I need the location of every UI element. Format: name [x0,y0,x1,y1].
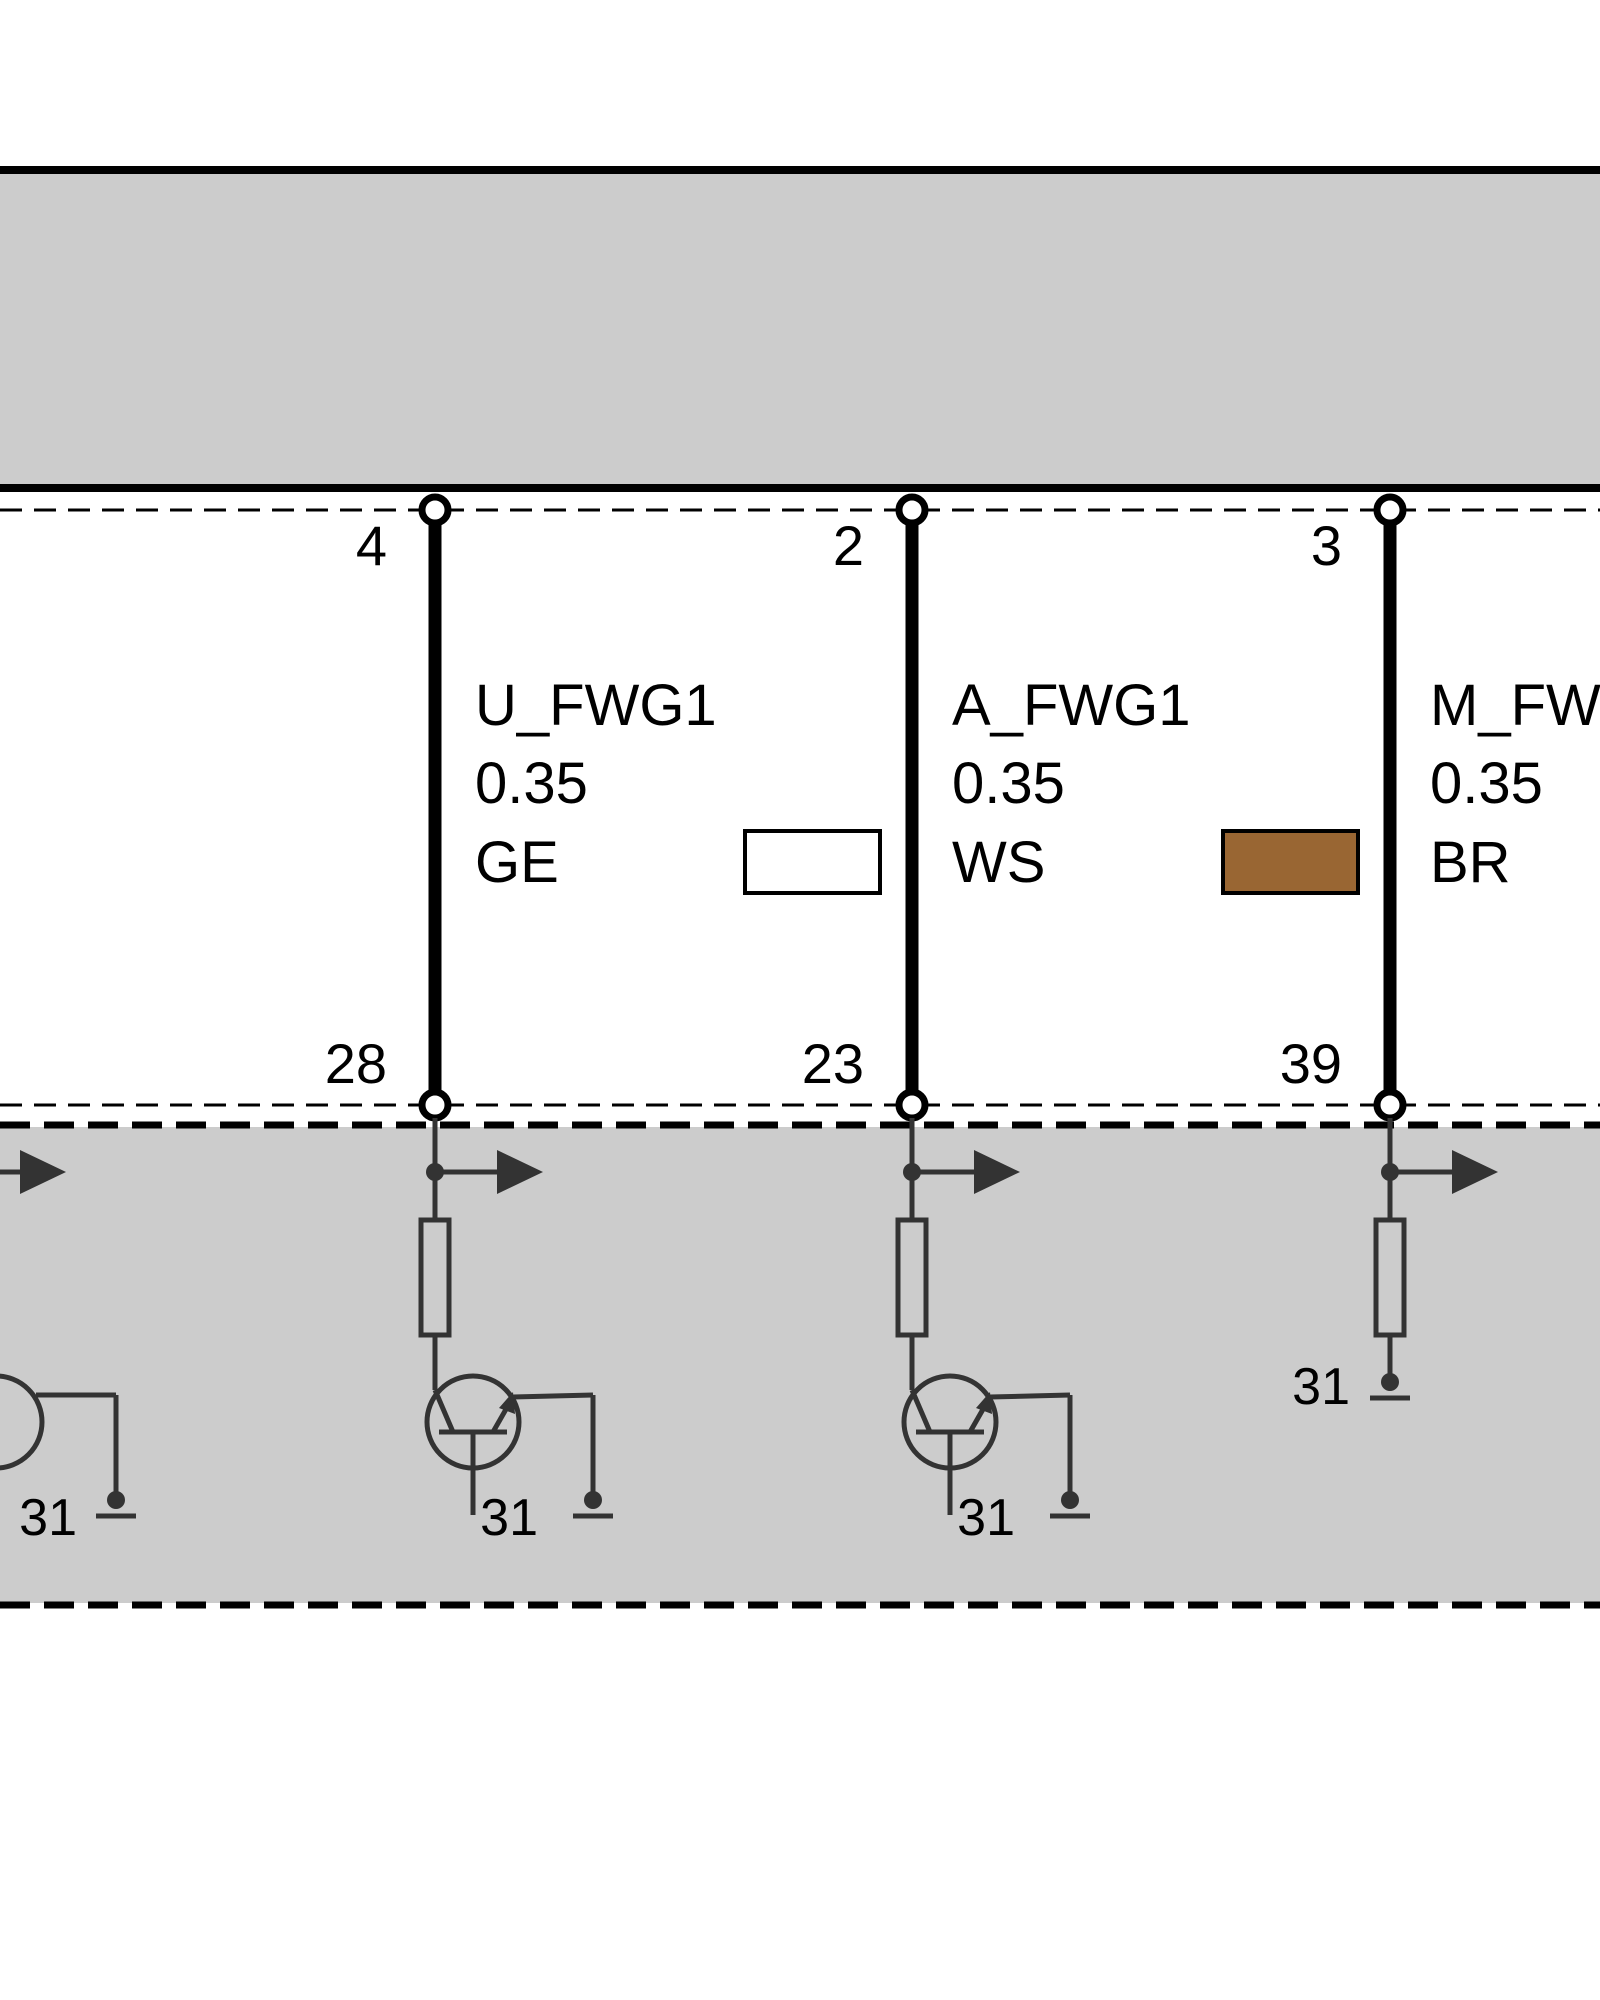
connector-pin-bottom [895,1088,929,1122]
ground-node [584,1491,602,1509]
ground-label: 31 [480,1489,538,1547]
signal-name: U_FWG1 [475,673,717,738]
ground-node [1061,1491,1079,1509]
connector-pin-bottom [1373,1088,1407,1122]
emitter-arrow-icon [499,1392,515,1414]
internal-circuit: 31 [895,1118,1090,1547]
upper-module [0,166,1600,492]
ground-label: 31 [1292,1358,1350,1416]
signal-arrow-icon [20,1150,66,1194]
ground-node [107,1491,125,1509]
pin-number-bottom: 28 [325,1032,387,1095]
connector-pin-top [1373,493,1407,527]
color-code: WS [952,830,1045,895]
pin-number-bottom: 23 [802,1032,864,1095]
signal-name: A_FWG1 [952,673,1191,738]
wire-color-swatch [1221,829,1360,895]
color-code: BR [1430,830,1511,895]
internal-circuit: 31 [418,1118,613,1547]
signal-name: M_FWG2 [1430,673,1600,738]
transistor-icon [0,1373,45,1471]
internal-circuit: 31 [1292,1118,1498,1416]
pin-number-top: 3 [1311,514,1342,577]
connector-pin-top [895,493,929,527]
ground-label: 31 [957,1489,1015,1547]
lower-module [0,1127,1600,1603]
color-code: GE [475,830,559,895]
resistor-icon [1373,1217,1407,1338]
connector-pin-bottom [418,1088,452,1122]
emitter-lead [989,1392,1071,1400]
connector-pin-top [418,493,452,527]
resistor-icon [418,1217,452,1338]
pin-number-bottom: 39 [1280,1032,1342,1095]
wire-gauge: 0.35 [1430,751,1543,816]
signal-arrow-icon [974,1150,1020,1194]
ground-node [1381,1373,1399,1391]
pin-number-top: 2 [833,514,864,577]
ground-label: 31 [19,1489,77,1547]
partial-left-circuit: 31 [0,1150,136,1547]
wire-gauge: 0.35 [475,751,588,816]
signal-arrow-icon [1452,1150,1498,1194]
resistor-icon [895,1217,929,1338]
emitter-arrow-icon [976,1392,992,1414]
wire-color-swatch [743,829,882,895]
wire-gauge: 0.35 [952,751,1065,816]
emitter-lead [512,1392,594,1400]
transistor-collector [432,1389,456,1433]
pin-number-top: 4 [356,514,387,577]
signal-arrow-icon [497,1150,543,1194]
transistor-collector [909,1389,933,1433]
